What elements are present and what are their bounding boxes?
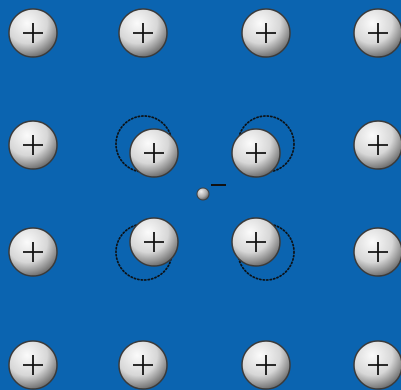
- electron: [197, 188, 209, 200]
